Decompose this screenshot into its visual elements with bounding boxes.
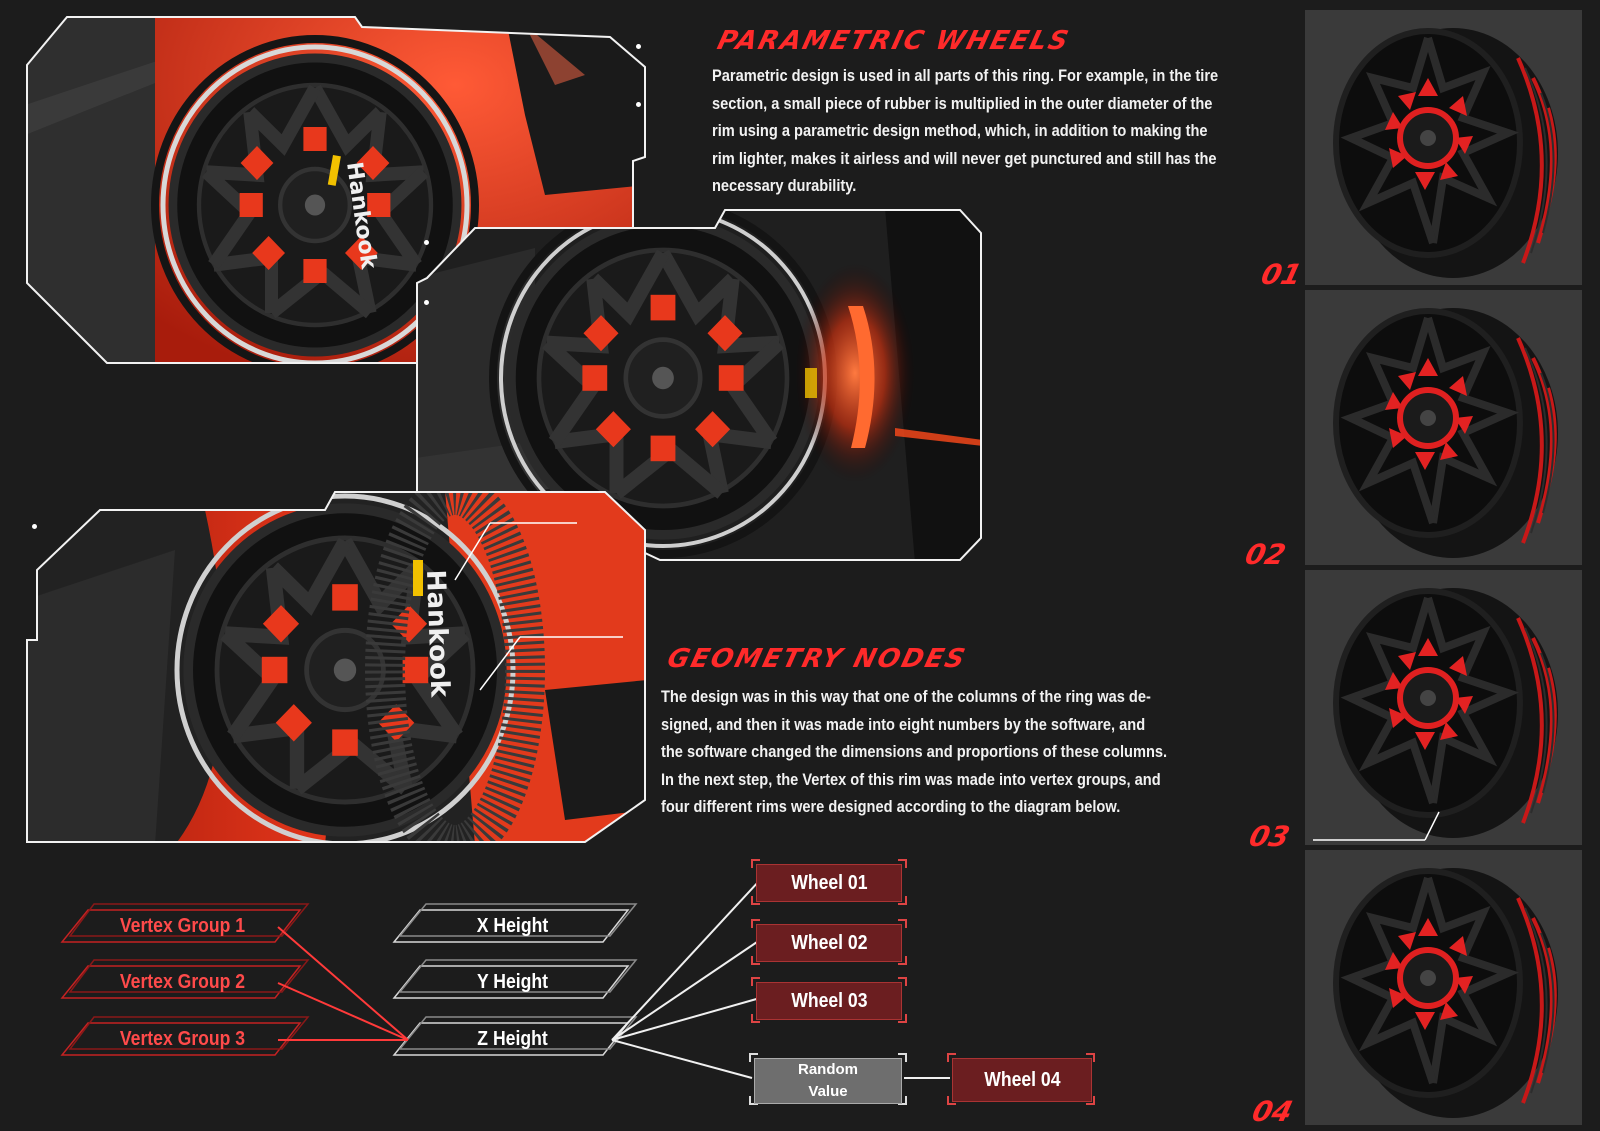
text-line: section, a small piece of rubber is mult… — [712, 93, 1213, 113]
wheel-label-02: 02 — [1241, 538, 1290, 571]
wheel-label-01: 01 — [1257, 258, 1306, 291]
text-line: signed, and then it was made into eight … — [661, 714, 1146, 734]
decor-dot — [424, 300, 429, 305]
node-x-height: X Height — [476, 914, 549, 937]
node-wheel-02-label: Wheel 02 — [790, 931, 868, 954]
wheel-variant-02 — [1305, 290, 1582, 565]
text-line: the software changed the dimensions and … — [661, 742, 1168, 761]
text-line: rim lighter, makes it airless and will n… — [712, 148, 1217, 168]
node-vertex-group-3: Vertex Group 3 — [119, 1027, 246, 1050]
node-random-line: Random — [798, 1061, 858, 1078]
tire-brand-text-side: Hankook — [420, 569, 454, 698]
paragraph-parametric: Parametric design is used in all parts o… — [712, 62, 1228, 200]
text-line: necessary durability. — [712, 176, 857, 195]
decor-dot — [32, 524, 37, 529]
node-diagram-lines — [60, 859, 1095, 1105]
wheel-variant-04 — [1305, 850, 1582, 1125]
wheel-label-04: 04 — [1248, 1095, 1297, 1128]
node-wheel-04: Wheel 04 — [952, 1058, 1092, 1102]
node-vertex-group-1: Vertex Group 1 — [119, 914, 246, 937]
text-line: The design was in this way that one of t… — [661, 687, 1151, 706]
node-wheel-03: Wheel 03 — [756, 982, 902, 1020]
paragraph-geometry: The design was in this way that one of t… — [661, 683, 1168, 821]
text-line: four different rims were designed accord… — [661, 797, 1121, 816]
decor-dot — [424, 240, 429, 245]
node-z-height: Z Height — [477, 1027, 548, 1050]
decor-dot — [636, 44, 641, 49]
node-vertex-group-2: Vertex Group 2 — [119, 970, 246, 993]
text-line: In the next step, the Vertex of this rim… — [661, 769, 1161, 789]
render-photo-side: Hankook — [25, 490, 647, 845]
section-title-geometry: GEOMETRY NODES — [664, 644, 970, 674]
node-y-height: Y Height — [476, 970, 549, 993]
node-wheel-03-label: Wheel 03 — [790, 989, 868, 1012]
text-line: rim using a parametric design method, wh… — [712, 121, 1208, 140]
node-wheel-01: Wheel 01 — [756, 864, 902, 902]
text-line: Parametric design is used in all parts o… — [712, 66, 1219, 85]
node-random-line: Value — [808, 1083, 848, 1100]
render-photo-glow — [415, 208, 983, 563]
wheel-variant-01 — [1305, 10, 1582, 285]
node-wheel-02: Wheel 02 — [756, 924, 902, 962]
node-wheel-01-label: Wheel 01 — [790, 871, 868, 894]
wheel-variant-03 — [1305, 570, 1582, 845]
section-title-parametric: PARAMETRIC WHEELS — [714, 26, 1074, 56]
wheel-label-03: 03 — [1245, 820, 1294, 853]
decor-dot — [636, 102, 641, 107]
node-wheel-04-label: Wheel 04 — [983, 1068, 1061, 1091]
